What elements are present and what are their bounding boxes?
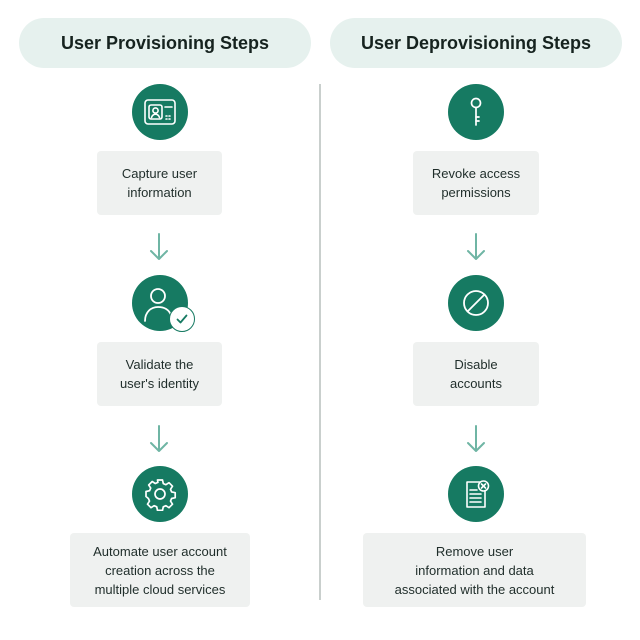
deprovisioning-step-disable: Disable accounts [413,342,539,406]
gear-icon [132,466,188,522]
provisioning-title: User Provisioning Steps [60,32,270,53]
user-check-icon [132,275,188,331]
provisioning-step-capture: Capture user information [97,151,222,215]
deprovisioning-step-label: Revoke access permissions [431,166,521,200]
arrow-down-icon [150,425,168,452]
arrow-down-icon [467,425,485,452]
deprovisioning-header: User Deprovisioning Steps [330,18,622,68]
arrow-down-icon [150,233,168,260]
provisioning-step-label: Automate user account creation across th… [93,543,227,597]
deprovisioning-title: User Deprovisioning Steps [360,32,592,53]
provisioning-step-automate: Automate user account creation across th… [70,533,250,607]
provisioning-step-validate: Validate the user's identity [97,342,222,406]
column-divider [319,84,321,600]
provisioning-step-label: Validate the user's identity [119,357,200,391]
key-icon [448,84,504,140]
provisioning-header: User Provisioning Steps [19,18,311,68]
id-card-icon [132,84,188,140]
deprovisioning-step-label: Disable accounts [449,357,503,391]
provisioning-step-label: Capture user information [121,166,198,200]
document-remove-icon [448,466,504,522]
prohibited-icon [448,275,504,331]
arrow-down-icon [467,233,485,260]
deprovisioning-step-remove: Remove user information and data associa… [363,533,586,607]
deprovisioning-step-revoke: Revoke access permissions [413,151,539,215]
deprovisioning-step-label: Remove user information and data associa… [394,543,555,597]
checkmark-badge-icon [169,306,195,332]
